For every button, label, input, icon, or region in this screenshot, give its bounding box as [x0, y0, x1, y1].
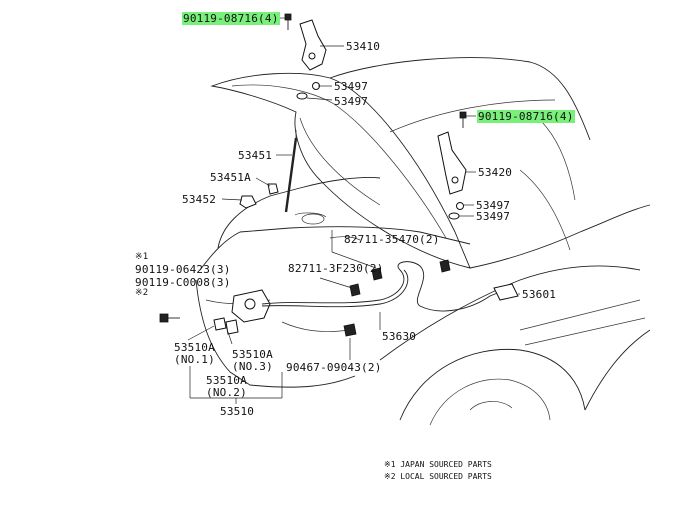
label-lock-no3-suffix: (NO.3)	[232, 360, 273, 373]
cable-end	[439, 259, 451, 273]
label-hinge-left: 53410	[346, 40, 381, 53]
label-bolt-top: 90119-08716(4)	[182, 12, 280, 25]
label-screw-2: 90119-C0008(3)	[135, 276, 231, 289]
label-clip-2: 82711-3F230(2)	[288, 262, 384, 275]
note-local-sourced: ※2 LOCAL SOURCED PARTS	[384, 472, 492, 481]
hinge-right	[437, 131, 467, 195]
note-japan-sourced: ※1 JAPAN SOURCED PARTS	[384, 460, 492, 469]
label-clip-1: 82711-35470(2)	[344, 233, 440, 246]
label-cushion-left-2: 53497	[334, 95, 369, 108]
screw-left	[159, 313, 169, 323]
label-lock-cable: 53630	[382, 330, 417, 343]
clamp	[343, 323, 357, 337]
label-screw-1: 90119-06423(3)	[135, 263, 231, 276]
label-lock-assy: 53510	[220, 405, 255, 418]
engine-bay	[239, 226, 471, 245]
label-japan-mark: ※1	[135, 252, 149, 262]
front-bumper	[195, 279, 356, 388]
wheel-arch	[399, 348, 586, 421]
lock-cable	[261, 261, 506, 312]
label-lock-no2-part: 53510A	[206, 374, 247, 387]
bolt-top	[284, 13, 292, 21]
hood-panel	[210, 72, 471, 269]
stay-clip	[267, 183, 279, 195]
label-stay-clip: 53451A	[210, 171, 251, 184]
cushion-right	[456, 202, 464, 210]
label-stay: 53451	[238, 149, 273, 162]
fender-right	[379, 265, 641, 361]
label-cushion-right-2: 53497	[476, 210, 511, 223]
clip-1	[371, 267, 383, 281]
label-lock-no2-suffix: (NO.2)	[206, 386, 247, 399]
label-cushion-left-1: 53497	[334, 80, 369, 93]
label-clamp: 90467-09043(2)	[286, 361, 382, 374]
label-lock-no1-part: 53510A	[174, 341, 215, 354]
bolt-right	[459, 111, 467, 119]
label-lock-no3-part: 53510A	[232, 348, 273, 361]
windshield	[329, 57, 591, 141]
label-cushion-right-1: 53497	[476, 199, 511, 212]
hinge-left	[299, 19, 327, 71]
label-lock-no1-suffix: (NO.1)	[174, 353, 215, 366]
label-hinge-right: 53420	[478, 166, 513, 179]
fender-left	[217, 177, 381, 249]
label-local-mark: ※2	[135, 288, 149, 298]
label-bolt-right: 90119-08716(4)	[477, 110, 575, 123]
release-lever	[493, 283, 519, 301]
clip-2	[349, 283, 361, 297]
label-release-cable: 53601	[522, 288, 557, 301]
hood-stay-rod	[284, 137, 298, 213]
label-stay-holder: 53452	[182, 193, 217, 206]
stay-holder	[239, 195, 257, 209]
